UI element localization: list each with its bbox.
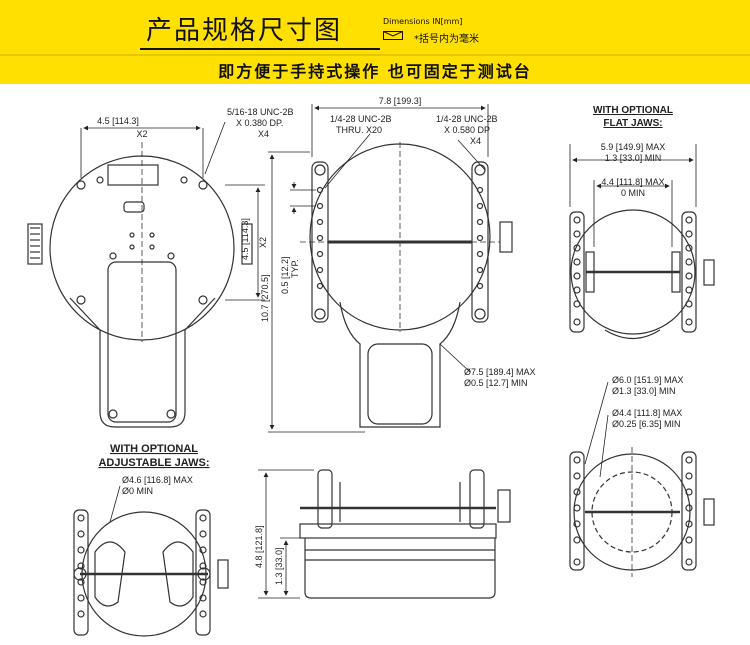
small-jaws-dia-max: Ø6.0 [151.9] MAX — [612, 375, 684, 385]
envelope-icon — [383, 31, 403, 40]
front-knob-right — [241, 223, 253, 265]
adj-jaws-max: Ø4.6 [116.8] MAX — [122, 475, 193, 485]
small-jaws-inner-max: Ø4.4 [111.8] MAX — [612, 408, 682, 418]
flat-jaws-max: 5.9 [149.9] MAX — [601, 142, 666, 152]
side-knob — [499, 221, 513, 253]
side-thru-thread: 1/4-28 UNC-2B — [330, 114, 392, 124]
side-max-dia: Ø7.5 [189.4] MAX — [464, 367, 536, 377]
flat-jaws-heading-2: FLAT JAWS: — [603, 118, 662, 129]
side-pitch-typ: TYP. — [290, 259, 300, 278]
subtitle: 即方便于手持式操作 也可固定于测试台 — [218, 62, 532, 81]
front-vertical-count: X2 — [258, 237, 268, 248]
front-thread-depth: X 0.380 DP. — [236, 118, 283, 128]
side-grip — [367, 343, 433, 425]
front-handle — [69, 297, 216, 428]
bracket-note: *括号内为毫米 — [414, 34, 479, 45]
bottom-view — [299, 469, 511, 599]
side-handle — [339, 301, 461, 428]
small-jaws-diagram — [569, 447, 715, 577]
adj-jaws-min: Ø0 MIN — [122, 486, 153, 496]
front-window — [107, 164, 159, 186]
side-pitch: 0.5 [12.2] — [280, 256, 290, 294]
side-dp-depth: X 0.580 DP — [444, 125, 490, 135]
title-underline — [140, 48, 380, 50]
technical-drawing: 4.5 [114.3] X2 5/16-18 UNC-2B X 0.380 DP… — [27, 96, 715, 637]
front-button — [123, 201, 145, 213]
front-thread-count: X4 — [258, 129, 269, 139]
front-dimensions — [80, 121, 265, 301]
page-title: 产品规格尺寸图 — [146, 16, 343, 46]
front-knob — [27, 223, 43, 265]
side-dimensions — [268, 104, 489, 433]
flat-jaws-diagram — [569, 209, 715, 340]
flat-jaws-dimensions — [569, 144, 697, 247]
bottom-height: 4.8 [121.8] — [254, 525, 264, 568]
side-dp-thread: 1/4-28 UNC-2B — [436, 114, 498, 124]
front-hole-count: X2 — [136, 129, 147, 139]
side-min-dia: Ø0.5 [12.7] MIN — [464, 378, 528, 388]
adj-jaws-leader — [109, 485, 121, 523]
small-jaws-leaders — [584, 381, 609, 478]
adj-jaws-heading-1: WITH OPTIONAL — [110, 443, 198, 455]
adj-jaws-diagram — [73, 509, 229, 637]
bottom-dimensions — [258, 469, 314, 599]
small-jaws-dia-min: Ø1.3 [33.0] MIN — [612, 386, 676, 396]
dimensions-label: Dimensions IN[mm] — [383, 17, 463, 26]
flat-jaws-heading-1: WITH OPTIONAL — [593, 105, 673, 116]
flat-jaws-inner: 4.4 [111.8] MAX — [601, 177, 664, 187]
small-jaws-inner-min: Ø0.25 [6.35] MIN — [612, 419, 681, 429]
flat-jaws-min: 1.3 [33.0] MIN — [605, 153, 662, 163]
front-thread-label: 5/16-18 UNC-2B — [227, 107, 294, 117]
side-dp-count: X4 — [470, 136, 481, 146]
bottom-base: 1.3 [33.0] — [274, 547, 284, 585]
side-height: 10.7 [270.5] — [260, 274, 270, 322]
subtitle-bar — [0, 54, 750, 84]
side-view — [300, 142, 513, 428]
front-view — [27, 142, 253, 428]
front-vertical-spacing: 4.5 [114.3] — [240, 218, 250, 260]
side-thru-label: THRU. X20 — [336, 125, 382, 135]
flat-jaws-inner-min: 0 MIN — [621, 188, 645, 198]
adj-jaws-heading-2: ADJUSTABLE JAWS: — [98, 457, 209, 469]
side-width: 7.8 [199.3] — [379, 96, 422, 106]
front-hole-spacing: 4.5 [114.3] — [97, 116, 139, 126]
